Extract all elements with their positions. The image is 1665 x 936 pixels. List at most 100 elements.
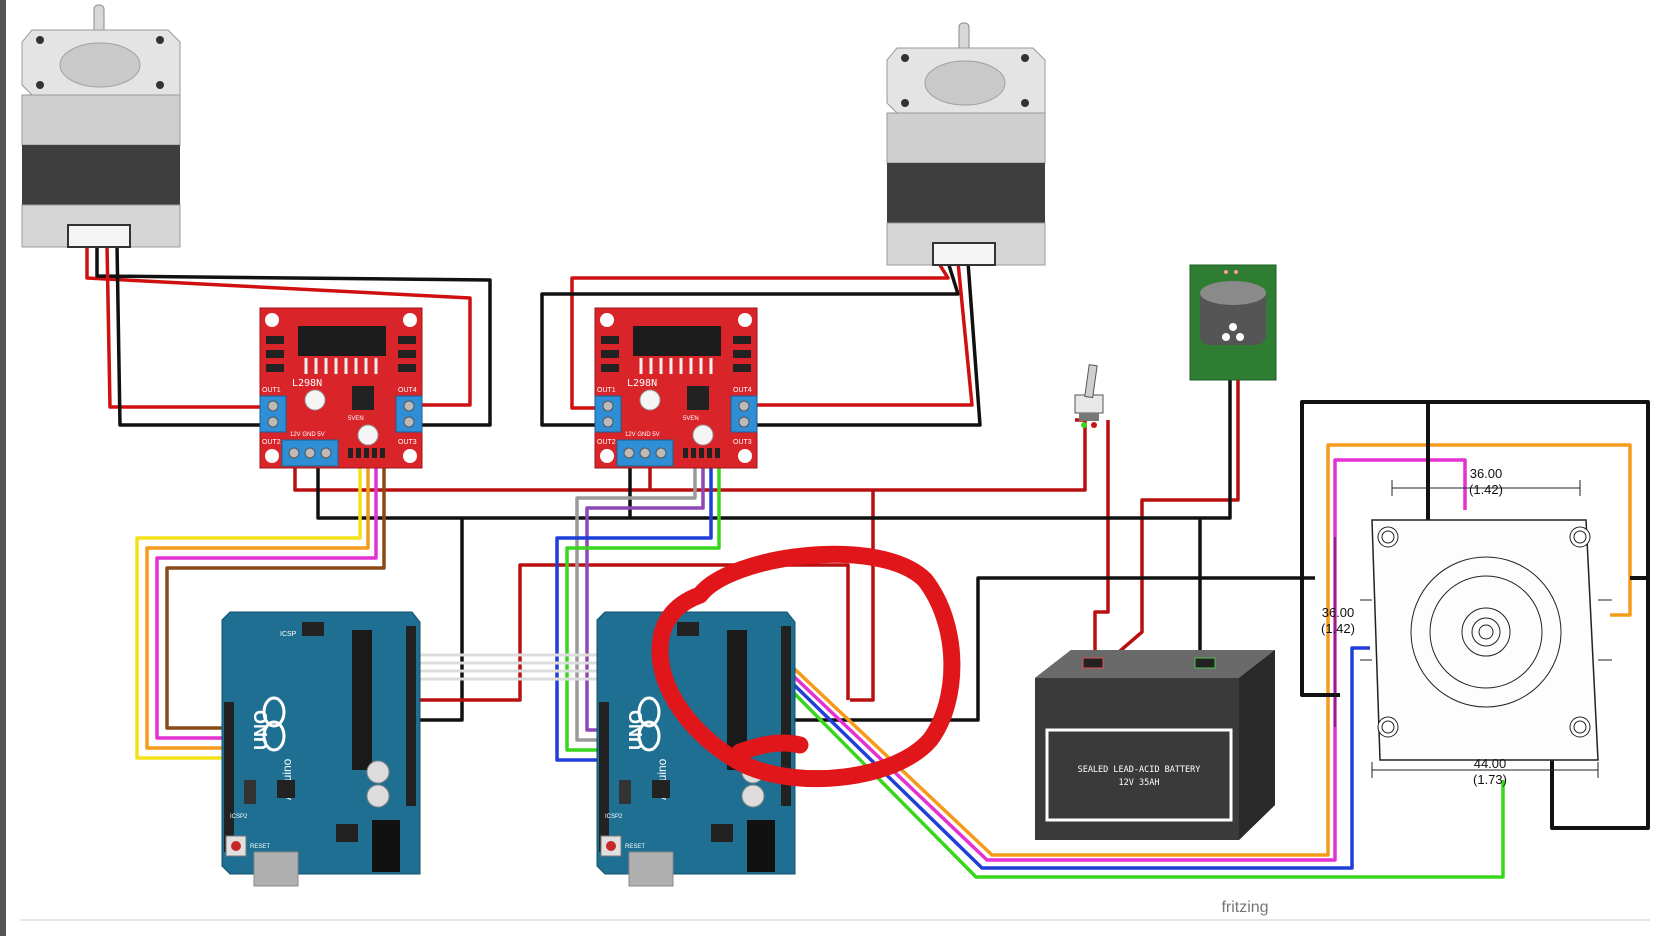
annotation-circle [651,545,961,788]
stepper-motor-2[interactable] [886,22,1046,266]
wire-stepper2-red-b [745,261,974,407]
driver-out1-label: OUT1 [262,387,281,394]
motor-connector [932,242,996,266]
motor-body-upper [886,112,1046,164]
driver-out2-label: OUT2 [597,439,616,446]
driver-enable-label: 5VEN [348,416,364,422]
wire-blue-out [783,646,1370,870]
heatsink [298,326,386,356]
dim-bottom-in: (1.73) [1473,772,1507,787]
battery-label-frame [1045,728,1233,822]
wire-stepper2-black-b [745,261,982,427]
analog-header [599,702,609,852]
switch-lever [1084,364,1098,399]
stepper-motor-1[interactable] [21,4,181,248]
driver-out2-label: OUT2 [262,439,281,446]
driver-board-1[interactable]: L298N OUT1 OUT2 OUT4 OUT3 12V GND 5V 5VE… [259,307,423,469]
arduino-uno-1[interactable]: ICSP UNO Arduino ICSP2 RESET [221,611,421,887]
arduino-model-label: UNO [251,710,271,750]
driver-out3-label: OUT3 [398,439,417,446]
wire-stepper2-red-a [570,261,950,410]
fritzing-watermark: fritzing [1221,899,1268,916]
power-regulator-module[interactable] [1189,264,1277,381]
wire-green-out [783,682,1505,879]
battery-body [1035,650,1275,840]
capacitor [304,389,326,411]
driver-power-label: 12V GND 5V [625,432,660,438]
motor-flange-circle [1410,556,1562,708]
usb-port [628,851,674,887]
driver-out4-label: OUT4 [733,387,752,394]
toggle-switch[interactable] [1074,364,1104,428]
dim-side-mm: 36.00 [1322,605,1355,620]
arduino-icsp2-label: ICSP2 [605,814,623,820]
icsp2-header [244,780,256,804]
wire-green-in2 [565,458,721,752]
wire-orange-in [145,458,370,750]
wire-stepper1-red-a [85,245,472,407]
motor-flange [59,42,141,88]
motor-flange [924,60,1006,106]
arduino-icsp2-label: ICSP2 [230,814,248,820]
battery-top [1035,650,1275,678]
reset-button-cap [231,841,241,851]
capacitor [366,760,390,784]
power-jack [747,820,775,872]
regulator-chip [687,386,709,410]
left-frame-edge [0,0,6,936]
digital-header [781,626,791,806]
wire-stepper1-black-b [115,244,262,427]
analog-header [224,702,234,852]
driver-enable-label: 5VEN [683,416,699,422]
capacitor [639,389,661,411]
arduino-logo-icon [637,696,661,728]
wires [85,244,1650,879]
wire-12v-switch [1093,420,1110,675]
driver-power-label: 12V GND 5V [290,432,325,438]
motor-connector [67,224,131,248]
wire-magenta-in [155,458,378,740]
wire-gnd-bus [316,375,1232,520]
wire-gnd-drop1 [415,518,464,722]
motor-technical-drawing[interactable]: 36.00 (1.42) 36.00 (1.42) 44.00 (1.73) [1321,466,1612,787]
regulator [711,824,733,842]
driver-out1-label: OUT1 [597,387,616,394]
arduino-icsp-label: ICSP [280,631,297,638]
driver-out4-label: OUT4 [398,387,417,394]
arduino-reset-label: RESET [625,844,645,850]
wire-gnd-arduino2 [785,576,1315,722]
driver-chip-label: L298N [627,378,657,389]
driver-out3-label: OUT3 [733,439,752,446]
wire-motor-black-a [1300,400,1430,697]
switch-body [1074,394,1104,414]
driver-chip-label: L298N [292,378,322,389]
wire-red-arduino1 [415,563,850,702]
wire-brown-in [165,458,386,730]
motor-body-upper [21,94,181,146]
atmega-chip [352,630,372,770]
power-jack [372,820,400,872]
icsp2-header [619,780,631,804]
heatsink [633,326,721,356]
driver-board-2[interactable]: L298N OUT1 OUT2 OUT4 OUT3 12V GND 5V 5VE… [594,307,758,469]
motor-outline [1371,519,1599,761]
capacitor [366,784,390,808]
regulator-chip [352,386,374,410]
usb-chip [652,780,670,798]
wire-purple-in2 [585,458,705,732]
battery-label-line1: SEALED LEAD-ACID BATTERY [1078,765,1201,775]
dim-side-in: (1.42) [1321,621,1355,636]
wire-motor-black-c [1550,578,1650,830]
wire-yellow-in [135,458,362,760]
atmega-chip [727,630,747,770]
wire-motor-black-b [1428,400,1650,580]
wire-reg-red [1096,375,1240,672]
wire-gray-in2 [575,458,697,742]
icsp-header [677,622,699,636]
arduino-model-label: UNO [626,710,646,750]
reset-button-cap [606,841,616,851]
lead-acid-battery[interactable]: SEALED LEAD-ACID BATTERY 12V 35AH [1035,650,1275,840]
digital-header [406,626,416,806]
motor-body-core [887,163,1045,223]
battery-label-line2: 12V 35AH [1119,778,1160,788]
